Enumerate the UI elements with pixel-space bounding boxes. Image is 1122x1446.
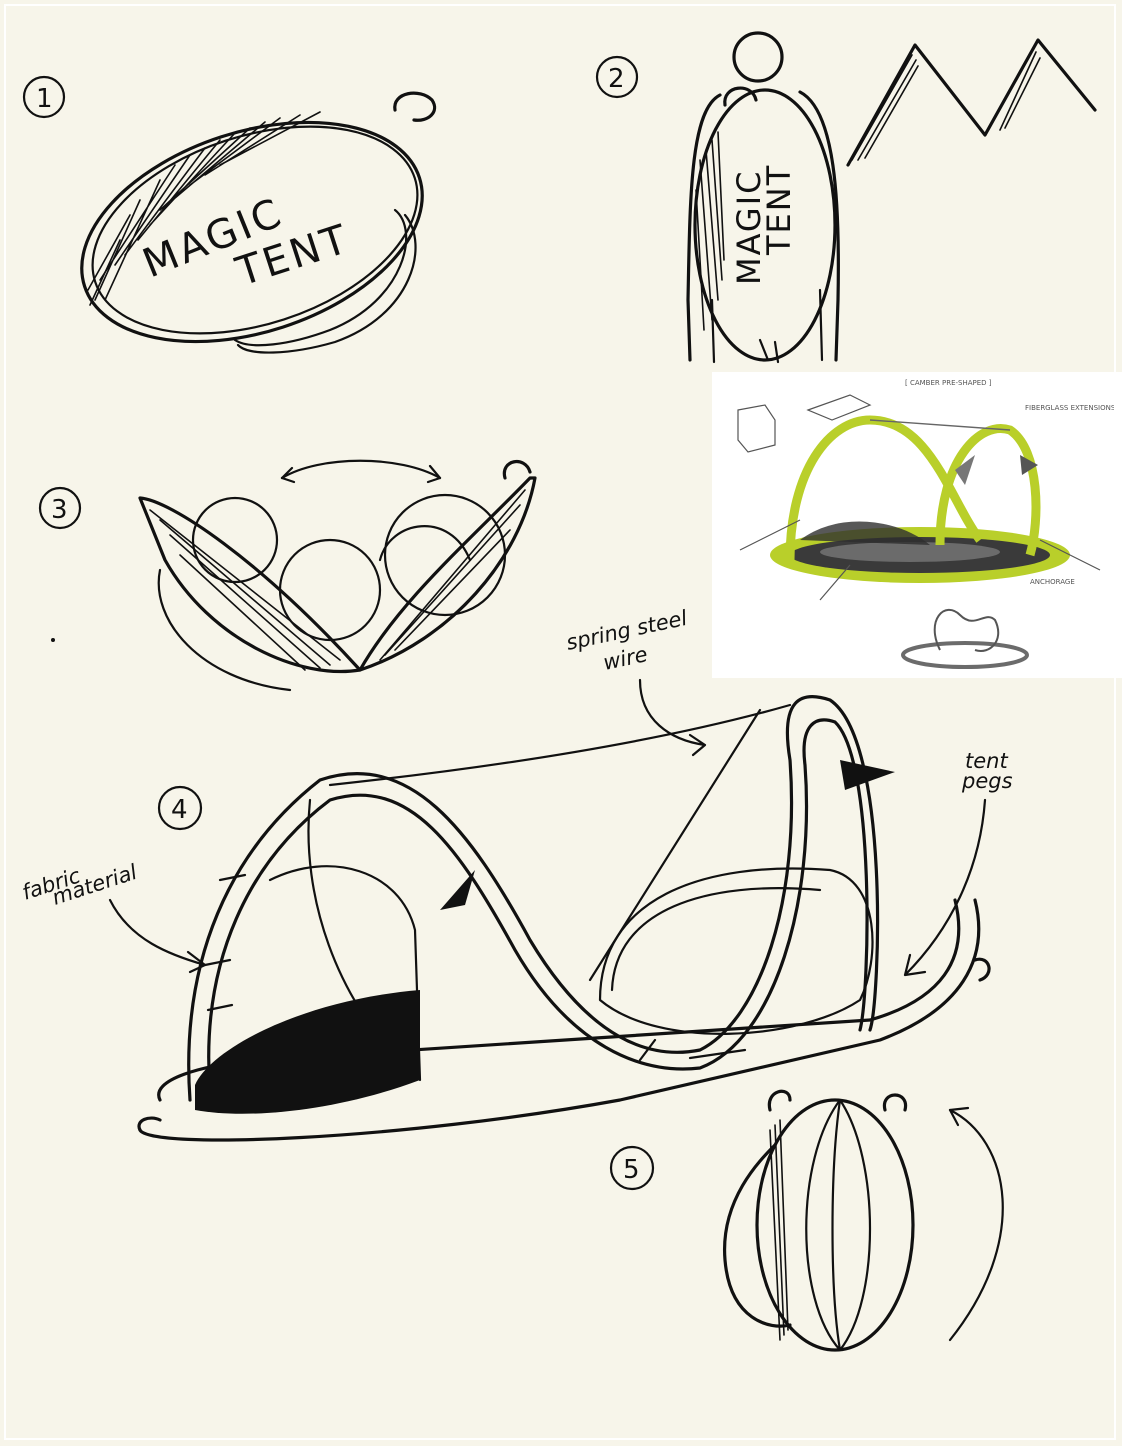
step-3-number: 3	[40, 488, 80, 528]
inset-caption-bottom: ANCHORAGE	[1030, 578, 1075, 586]
inset-render: [ CAMBER PRE-SHAPED ] FIBERGLASS EXTENSI…	[738, 379, 1116, 667]
step-2-backpack: 2 MAGIC TENT	[597, 33, 1095, 362]
tent-floor-hatching	[195, 990, 420, 1114]
step-3-unfolding: 3	[40, 461, 535, 690]
inset-folded-ring	[903, 643, 1027, 667]
person-head	[734, 33, 782, 81]
svg-text:4: 4	[171, 795, 188, 825]
inset-caption-right: FIBERGLASS EXTENSIONS	[1025, 404, 1116, 412]
rotate-arrow	[950, 1110, 1003, 1340]
panel-hatching	[150, 490, 525, 670]
inset-cube-sketch	[738, 405, 775, 452]
bag-handle	[395, 93, 435, 120]
backpack-label-line2: TENT	[760, 164, 798, 256]
svg-text:pegs: pegs	[961, 769, 1013, 793]
svg-text:5: 5	[623, 1155, 640, 1185]
step-1-number: 1	[24, 77, 64, 117]
tent-side-door	[600, 869, 872, 1034]
left-panel	[140, 498, 360, 672]
step-5-number: 5	[611, 1147, 653, 1189]
svg-text:2: 2	[608, 64, 625, 94]
step-4-number: 4	[159, 787, 201, 829]
right-panel	[360, 478, 535, 670]
wire-tab-left	[440, 870, 475, 910]
opening-arrow	[282, 461, 440, 478]
mountains	[848, 40, 1095, 165]
fabric-annotation: fabric material	[19, 860, 205, 972]
person-right-arm	[800, 92, 838, 360]
backpack-hatching	[696, 132, 724, 330]
backpack-handle	[725, 88, 756, 105]
step-1-packed-bag: 1 MAGIC TENT	[24, 77, 450, 381]
svg-text:1: 1	[36, 84, 53, 114]
svg-text:wire: wire	[601, 642, 650, 675]
svg-text:3: 3	[51, 495, 68, 525]
step-2-number: 2	[597, 57, 637, 97]
step-4-deployed-tent: 4 spring steel wire tent pegs	[19, 606, 1012, 1140]
step-5-folding: 5	[611, 1091, 1003, 1350]
wire-annotation: spring steel wire	[564, 606, 705, 755]
inset-caption-top: [ CAMBER PRE-SHAPED ]	[905, 379, 992, 387]
